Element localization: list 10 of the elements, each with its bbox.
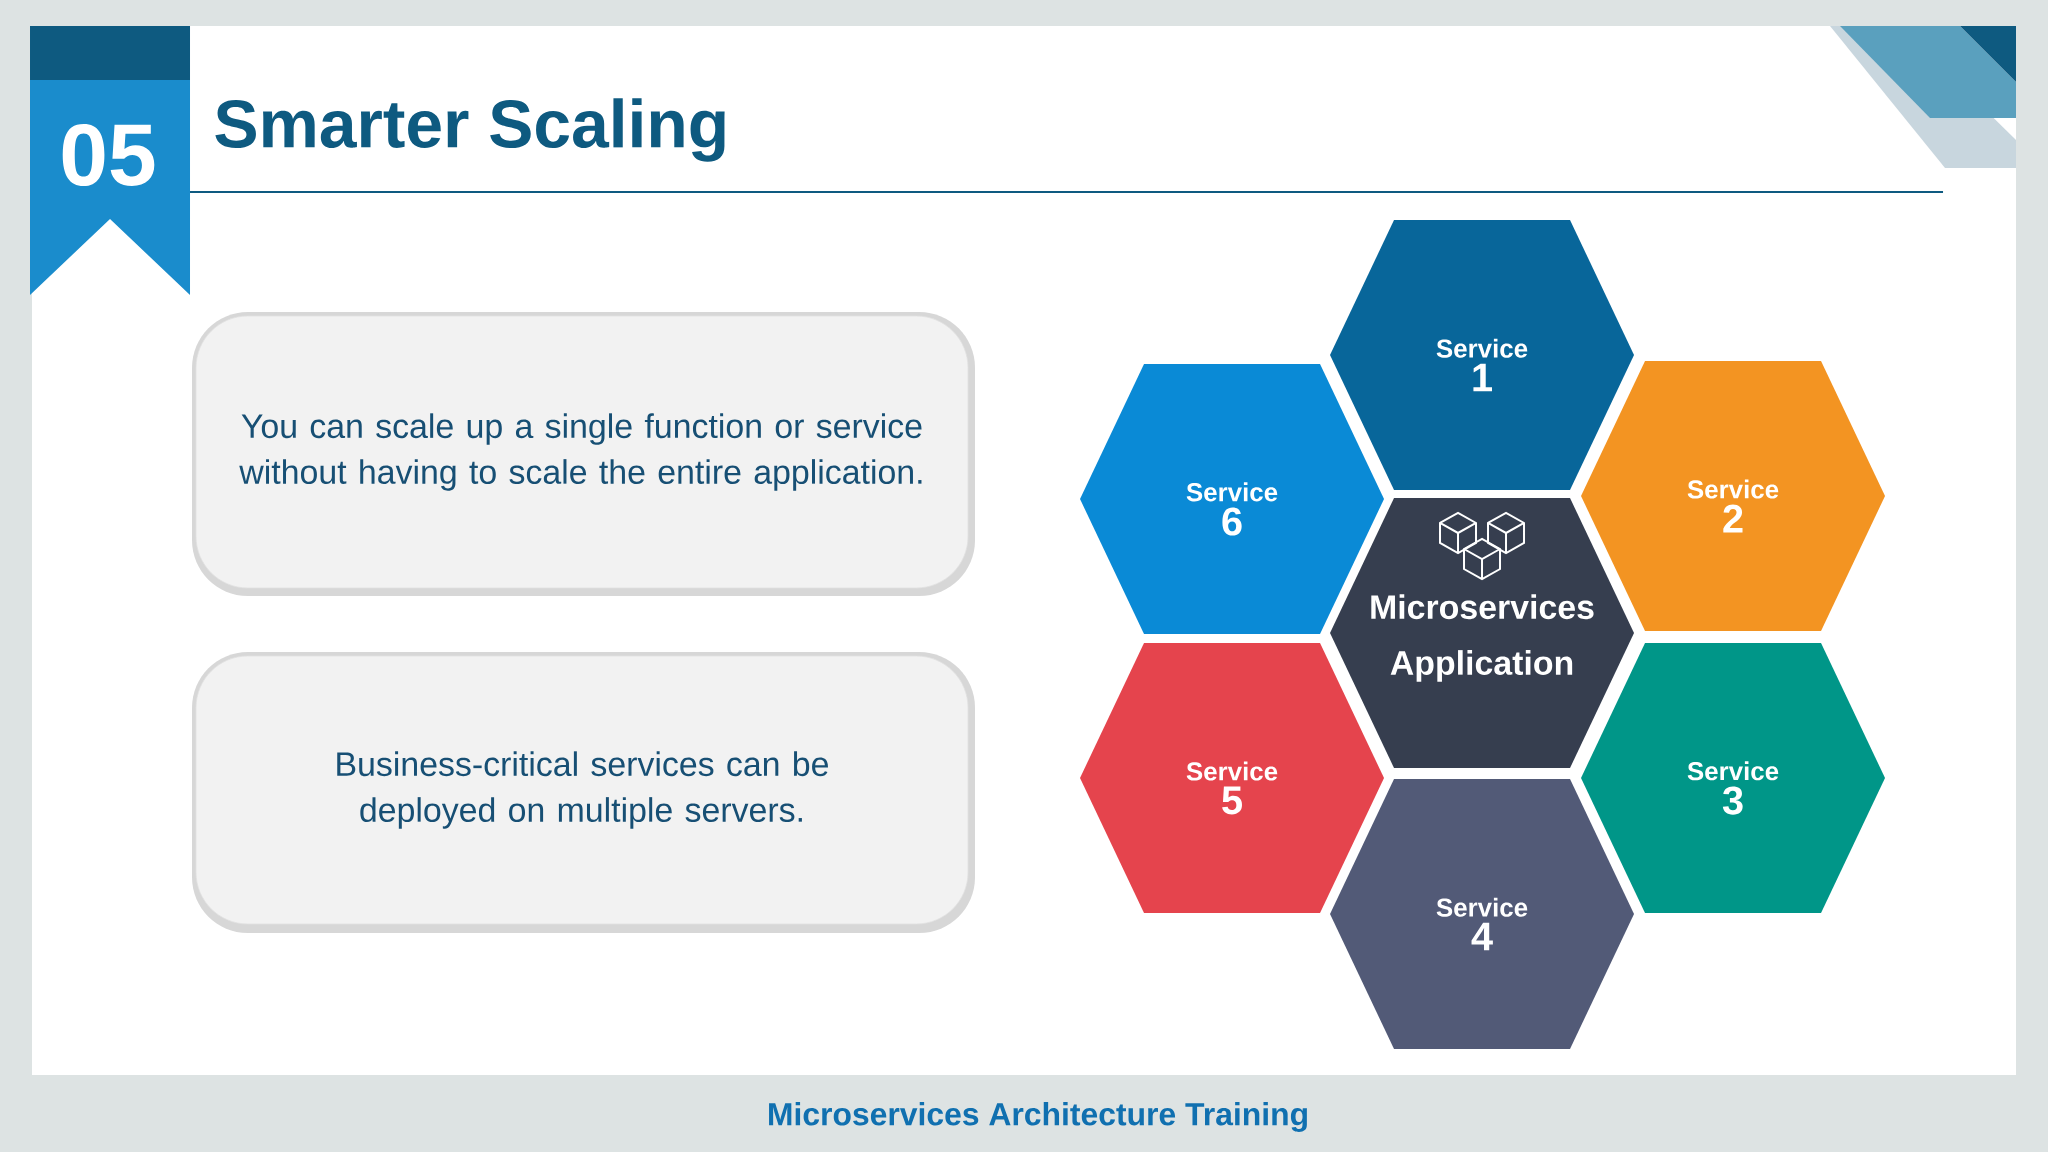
center-hexagon: Microservices Application — [1330, 498, 1634, 768]
footer-text: Microservices Architecture Training — [769, 1102, 1307, 1132]
number-ribbon: 05 — [30, 26, 190, 295]
service-hexagon: Service 4 — [1330, 779, 1634, 1049]
text-box: Business-critical services can be deployed on multiple servers. — [192, 652, 975, 933]
service-hexagon: Service 5 — [1080, 643, 1384, 913]
service-hexagon: Service 1 — [1330, 220, 1634, 490]
service-hexagon: Service 3 — [1581, 643, 1885, 913]
text-box: You can scale up a single function or service without having to scale the entire application. — [192, 312, 975, 596]
title: Smarter Scaling — [215, 98, 725, 162]
